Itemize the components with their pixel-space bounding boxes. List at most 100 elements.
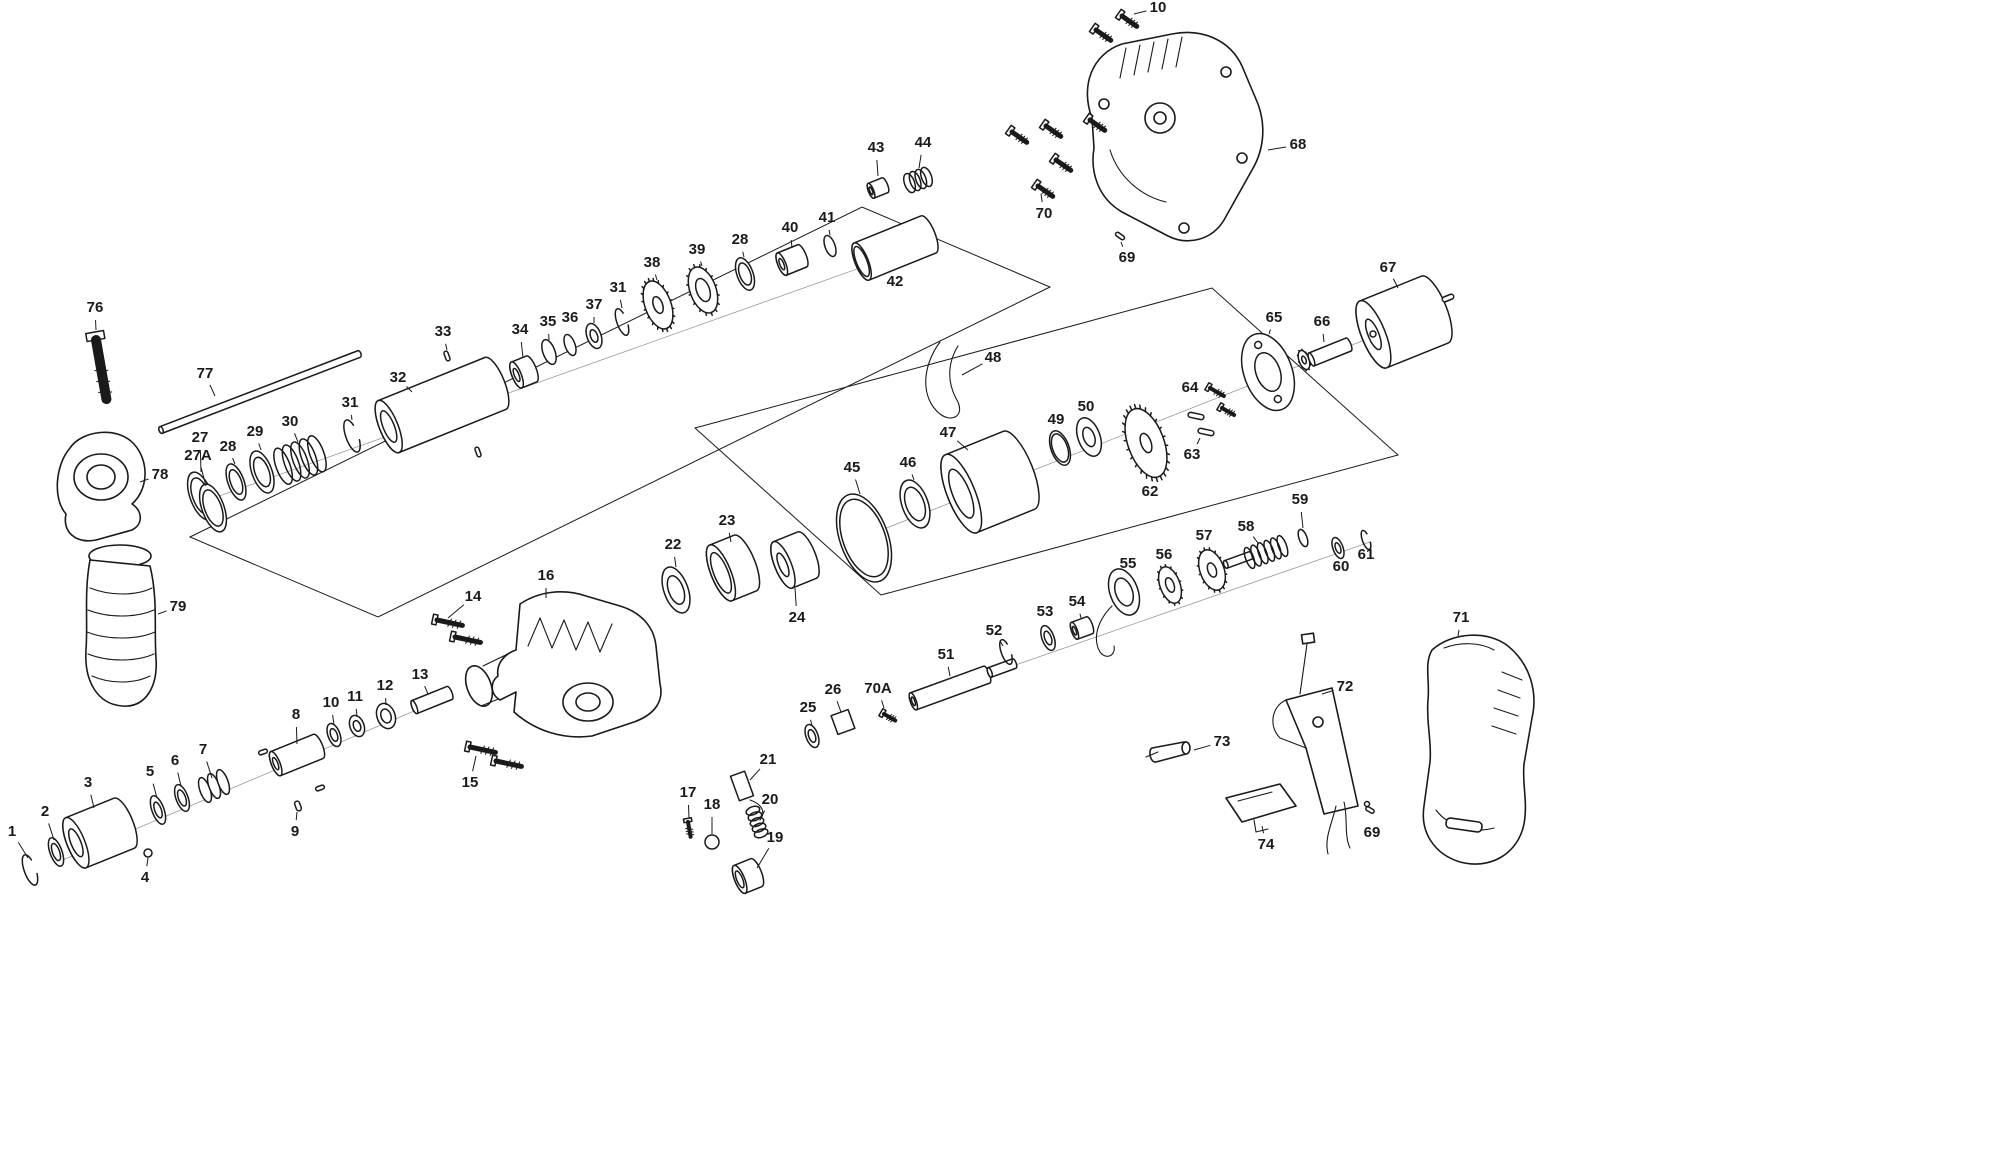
part-pin bbox=[1187, 411, 1205, 421]
part-number-label: 65 bbox=[1266, 309, 1283, 326]
part-snap bbox=[998, 638, 1014, 666]
callout-71: 71 bbox=[1453, 609, 1469, 637]
part-number-label: 28 bbox=[220, 438, 237, 455]
callout-45: 45 bbox=[844, 459, 861, 495]
callout-44: 44 bbox=[915, 134, 932, 169]
part-gear bbox=[1296, 348, 1312, 372]
part-cyl bbox=[851, 215, 939, 281]
callout-42: 42 bbox=[887, 273, 904, 290]
callout-50: 50 bbox=[1078, 398, 1095, 415]
part-pin bbox=[1114, 231, 1126, 241]
part-number-label: 69 bbox=[1364, 824, 1381, 841]
part-ball bbox=[1363, 800, 1371, 808]
part-number-label: 2 bbox=[41, 803, 49, 820]
callout-74: 74 bbox=[1258, 825, 1275, 853]
callout-51: 51 bbox=[938, 646, 954, 677]
part-screw bbox=[1204, 381, 1226, 398]
callout-17: 17 bbox=[680, 784, 696, 819]
part-ring bbox=[1048, 430, 1072, 466]
part-pin bbox=[314, 784, 326, 792]
callout-48: 48 bbox=[961, 349, 1002, 376]
callout-38: 38 bbox=[644, 254, 660, 281]
callout-22: 22 bbox=[665, 536, 682, 568]
part-cyl bbox=[158, 349, 362, 435]
part-number-label: 42 bbox=[887, 273, 904, 290]
part-number-label: 76 bbox=[87, 299, 104, 316]
callout-78: 78 bbox=[139, 466, 169, 483]
callout-59: 59 bbox=[1292, 491, 1309, 529]
part-number-label: 47 bbox=[940, 424, 957, 441]
callout-31: 31 bbox=[342, 394, 358, 421]
part-number-label: 9 bbox=[291, 823, 299, 840]
part-pin bbox=[443, 350, 451, 362]
part-ring bbox=[1297, 528, 1309, 548]
part-ring bbox=[1040, 624, 1056, 652]
part-ball bbox=[143, 848, 153, 858]
callout-41: 41 bbox=[819, 209, 835, 236]
part-ring bbox=[375, 702, 397, 730]
callout-49: 49 bbox=[1048, 411, 1065, 428]
callout-63: 63 bbox=[1184, 437, 1201, 463]
part-number-label: 8 bbox=[292, 706, 300, 723]
callout-10: 10 bbox=[323, 694, 340, 726]
part-number-label: 59 bbox=[1292, 491, 1309, 508]
part-pin bbox=[1365, 806, 1375, 814]
part-gear bbox=[1121, 403, 1171, 483]
part-screw bbox=[1082, 112, 1108, 133]
part-number-label: 10 bbox=[1150, 0, 1167, 16]
part-number-label: 78 bbox=[152, 466, 169, 483]
callout-79: 79 bbox=[157, 598, 186, 615]
part-number-label: 37 bbox=[586, 296, 603, 313]
part-number-label: 7 bbox=[199, 741, 207, 758]
callout-20: 20 bbox=[760, 791, 778, 819]
callout-28: 28 bbox=[732, 231, 748, 258]
part-cyl bbox=[908, 665, 992, 711]
part-number-label: 48 bbox=[985, 349, 1002, 366]
part-number-label: 18 bbox=[704, 796, 721, 813]
part-number-label: 23 bbox=[719, 512, 736, 529]
callout-46: 46 bbox=[900, 454, 917, 481]
callout-30: 30 bbox=[282, 413, 299, 443]
callout-19: 19 bbox=[756, 829, 783, 869]
part-number-label: 70A bbox=[864, 680, 892, 697]
part-number-label: 12 bbox=[377, 677, 394, 694]
part-snap bbox=[1360, 529, 1372, 551]
part-number-label: 22 bbox=[665, 536, 682, 553]
part-coil bbox=[902, 166, 934, 194]
callout-69: 69 bbox=[1119, 241, 1135, 266]
part-cyl bbox=[705, 534, 761, 602]
part-cyl bbox=[374, 356, 510, 454]
callout-6: 6 bbox=[171, 752, 182, 787]
callout-9: 9 bbox=[291, 811, 299, 840]
part-rect bbox=[729, 770, 755, 802]
part-ring bbox=[326, 722, 342, 748]
part-number-label: 43 bbox=[868, 139, 885, 156]
part-ring bbox=[704, 834, 720, 850]
callout-77: 77 bbox=[197, 365, 216, 397]
part-ring bbox=[835, 493, 893, 583]
callout-66: 66 bbox=[1314, 313, 1331, 343]
part-number-label: 16 bbox=[538, 567, 555, 584]
part-number-label: 56 bbox=[1156, 546, 1173, 563]
part-number-label: 66 bbox=[1314, 313, 1331, 330]
callout-36: 36 bbox=[562, 309, 579, 326]
part-pin bbox=[474, 446, 482, 458]
part-number-label: 46 bbox=[900, 454, 917, 471]
callout-4: 4 bbox=[141, 857, 150, 886]
part-ball bbox=[1369, 330, 1377, 338]
part-number-label: 57 bbox=[1196, 527, 1213, 544]
part-number-label: 26 bbox=[825, 681, 842, 698]
callout-54: 54 bbox=[1069, 593, 1086, 619]
part-cyl bbox=[410, 685, 454, 715]
part-ring bbox=[1107, 568, 1141, 616]
part-coil bbox=[745, 805, 769, 839]
part-number-label: 73 bbox=[1214, 733, 1231, 750]
part-number-label: 10 bbox=[323, 694, 340, 711]
part-number-label: 60 bbox=[1333, 558, 1350, 575]
callout-16: 16 bbox=[538, 567, 555, 598]
part-screw bbox=[682, 817, 695, 839]
part-ring bbox=[173, 783, 191, 813]
part-number-label: 5 bbox=[146, 763, 154, 780]
callout-70: 70 bbox=[1036, 193, 1052, 222]
part-cyl bbox=[62, 797, 138, 869]
